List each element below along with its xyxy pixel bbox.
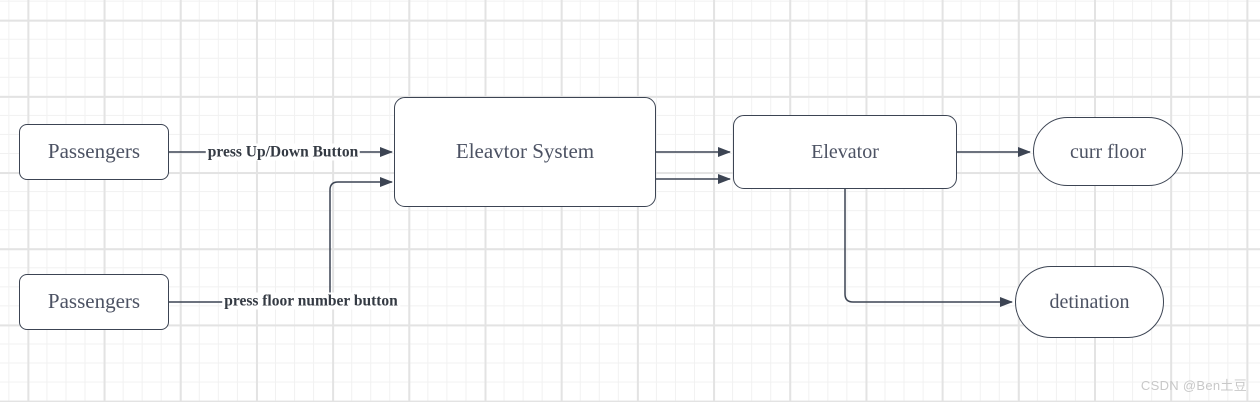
node-curr-floor-label: curr floor (1069, 140, 1147, 163)
node-passengers-top: Passengers (19, 124, 169, 180)
node-passengers-top-label: Passengers (47, 139, 141, 164)
edge-floor-number (169, 177, 393, 303)
node-passengers-bottom: Passengers (19, 274, 169, 330)
node-destination-label: detination (1049, 291, 1130, 313)
node-elevator: Elevator (733, 115, 957, 189)
edge-elevator-to-destination (844, 189, 1013, 307)
watermark: CSDN @Ben土豆 (1140, 378, 1247, 393)
edge-label-updown: press Up/Down Button (205, 143, 361, 161)
node-elevator-label: Elevator (811, 141, 879, 163)
edge-label-floor-number: press floor number button (222, 292, 400, 310)
node-passengers-bottom-label: Passengers (47, 289, 141, 314)
node-curr-floor: curr floor (1033, 117, 1183, 186)
node-destination: detination (1015, 266, 1164, 338)
node-elevator-system: Eleavtor System (394, 97, 656, 207)
node-elevator-system-label: Eleavtor System (455, 139, 595, 164)
